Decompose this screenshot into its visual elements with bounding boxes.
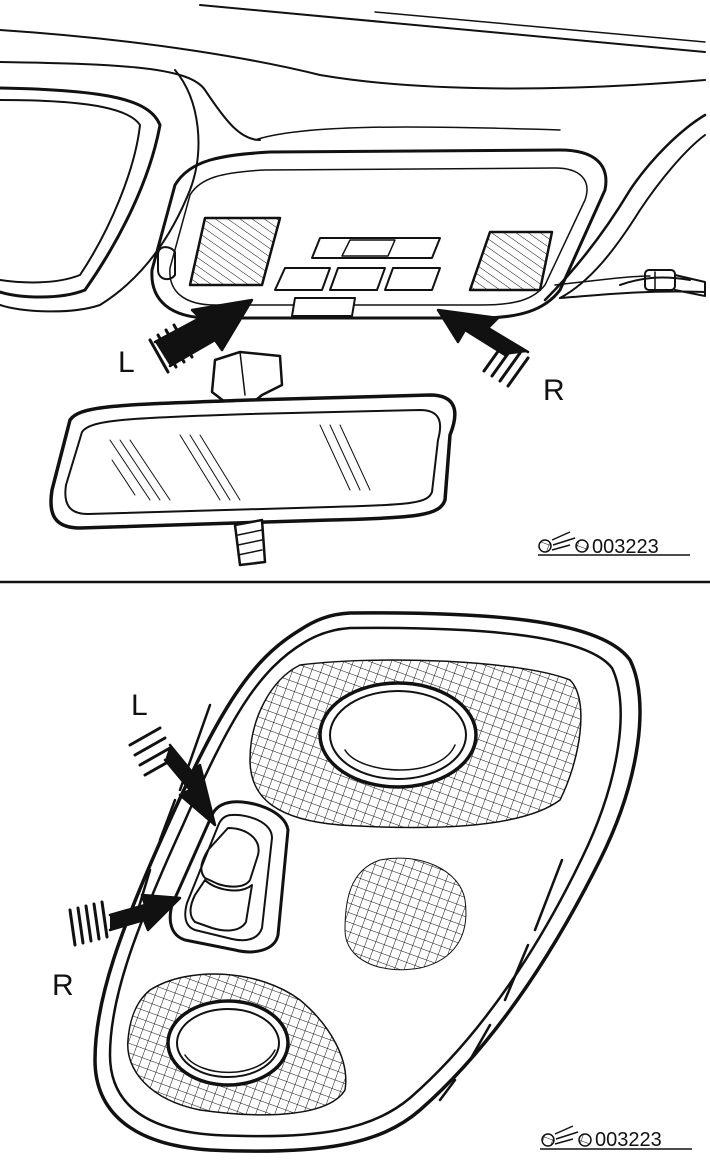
console-outer-frame	[93, 611, 642, 1153]
bottom-label-right: R	[52, 969, 74, 1002]
bottom-left-arrow	[128, 726, 217, 827]
console-inner-frame	[108, 626, 622, 1138]
wire-connector	[619, 269, 706, 297]
top-label-left: L	[118, 346, 135, 379]
top-panel	[0, 4, 707, 567]
rocker-switch	[168, 800, 290, 954]
lower-lamp	[166, 999, 290, 1087]
bottom-reference-number: 003223	[595, 1129, 662, 1151]
right-arrow	[436, 308, 530, 388]
left-arrow	[148, 298, 254, 374]
bottom-label-left: L	[131, 689, 148, 722]
upper-lamp	[318, 681, 478, 789]
top-reference-icon	[538, 531, 690, 556]
top-label-right: R	[543, 374, 565, 407]
top-reference-number: 003223	[592, 536, 659, 558]
overhead-console	[150, 148, 608, 320]
bottom-right-arrow	[68, 893, 182, 947]
bottom-reference-icon	[540, 1125, 692, 1150]
mirror-glare-lines	[109, 424, 371, 501]
bottom-panel	[68, 611, 642, 1153]
headliner-outline	[0, 4, 707, 313]
rear-view-mirror	[49, 350, 457, 567]
